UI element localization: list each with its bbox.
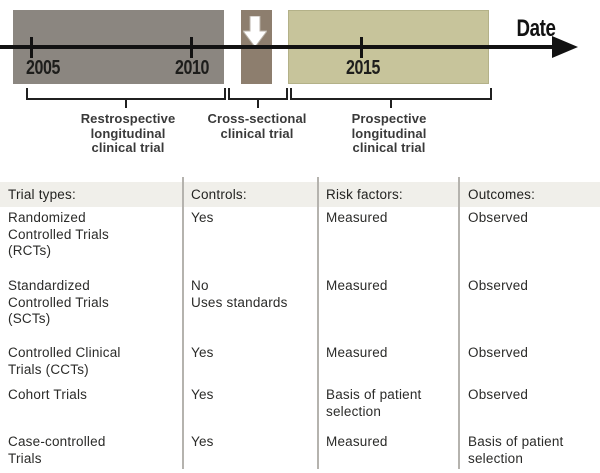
cell-controls: Yes: [191, 210, 214, 225]
down-arrow-icon: [243, 16, 267, 48]
cell-controls: Yes: [191, 434, 214, 449]
cell-outcomes: Observed: [468, 345, 529, 360]
cell-controls: Yes: [191, 387, 214, 402]
table-row-scts: Standardized Controlled Trials (SCTs) No…: [0, 278, 600, 328]
header-risk-factors: Risk factors:: [326, 187, 403, 202]
tick-2015: [360, 37, 363, 58]
cell-outcomes: Observed: [468, 387, 529, 402]
year-label-2005: 2005: [26, 57, 60, 79]
cell-controls: No Uses standards: [191, 278, 288, 310]
label-prospective-trial: Prospective longitudinal clinical trial: [351, 111, 427, 155]
tick-2010: [190, 37, 193, 58]
cell-trial-type: Case-controlled Trials: [8, 434, 106, 466]
cell-trial-type: Controlled Clinical Trials (CCTs): [8, 345, 121, 377]
table-row-case-controlled: Case-controlled Trials Yes Measured Basi…: [0, 434, 600, 467]
timeline-arrowhead-icon: [552, 36, 578, 58]
cell-outcomes: Basis of patient selection: [468, 434, 564, 466]
header-controls: Controls:: [191, 187, 247, 202]
table-row-ccts: Controlled Clinical Trials (CCTs) Yes Me…: [0, 345, 600, 378]
cell-trial-type: Randomized Controlled Trials (RCTs): [8, 210, 109, 258]
cell-risk-factors: Measured: [326, 210, 388, 225]
table-row-rcts: Randomized Controlled Trials (RCTs) Yes …: [0, 210, 600, 260]
cell-risk-factors: Measured: [326, 345, 388, 360]
cell-outcomes: Observed: [468, 210, 529, 225]
year-label-2010: 2010: [175, 57, 209, 79]
column-divider: [458, 177, 460, 469]
cell-risk-factors: Measured: [326, 434, 388, 449]
bracket-retrospective: [26, 88, 226, 108]
date-axis-label: Date: [516, 15, 556, 42]
cell-outcomes: Observed: [468, 278, 529, 293]
cell-controls: Yes: [191, 345, 214, 360]
column-divider: [317, 177, 319, 469]
table-row-cohort: Cohort Trials Yes Basis of patient selec…: [0, 387, 600, 420]
year-label-2015: 2015: [346, 57, 380, 79]
header-trial-types: Trial types:: [8, 187, 76, 202]
table-header-band: [0, 182, 600, 207]
label-retrospective-trial: Restrospective longitudinal clinical tri…: [80, 111, 176, 155]
bracket-cross-sectional: [228, 88, 288, 108]
column-divider: [182, 177, 184, 469]
header-outcomes: Outcomes:: [468, 187, 536, 202]
timeline-diagram: 2005 2010 2015 Date Restrospective longi…: [0, 0, 600, 172]
bracket-prospective: [290, 88, 492, 108]
cell-risk-factors: Measured: [326, 278, 388, 293]
cell-trial-type: Standardized Controlled Trials (SCTs): [8, 278, 109, 326]
cell-risk-factors: Basis of patient selection: [326, 387, 422, 419]
tick-2005: [30, 37, 33, 58]
cell-trial-type: Cohort Trials: [8, 387, 88, 402]
timeline-axis: [0, 45, 556, 49]
label-cross-sectional-trial: Cross-sectional clinical trial: [207, 111, 307, 141]
table-header-row: Trial types: Controls: Risk factors: Out…: [0, 187, 600, 204]
